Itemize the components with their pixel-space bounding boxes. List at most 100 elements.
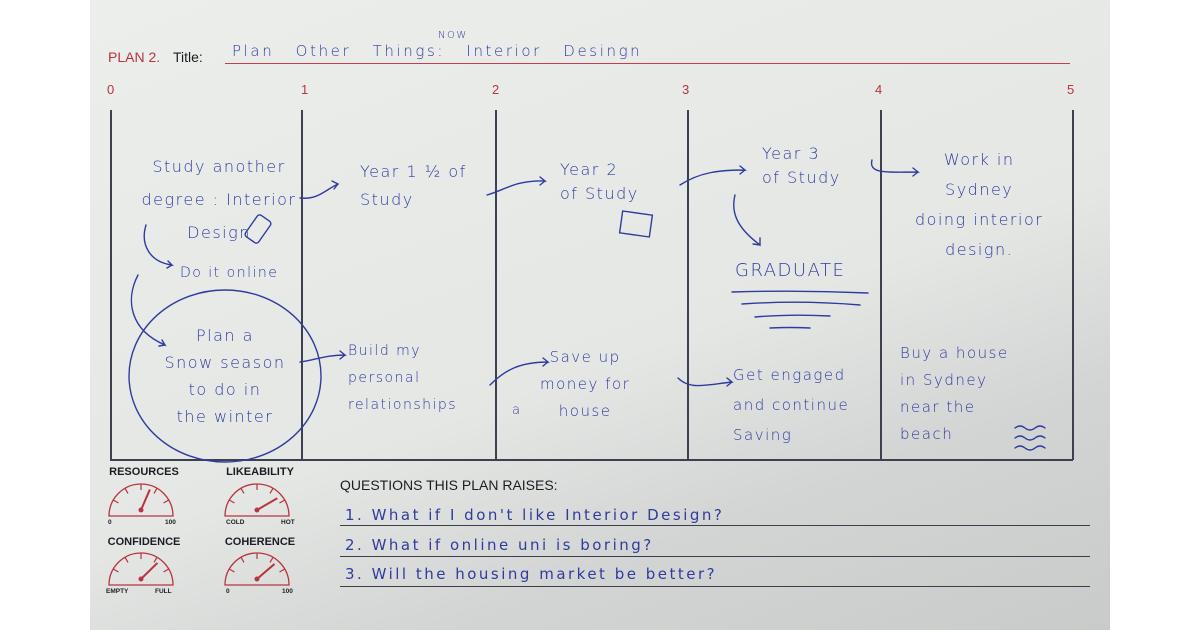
- cell-bottom-1: Build my personal relationships: [348, 343, 458, 413]
- marker-5: 5: [1067, 82, 1075, 97]
- gauge-tick: [163, 568, 170, 573]
- gauge-label-confidence: CONFIDENCE: [107, 536, 181, 548]
- gauge-needle: [140, 489, 151, 511]
- gauge-resources: [108, 483, 174, 517]
- question-3: 3. Will the housing market be better?: [345, 565, 718, 583]
- book-doodle: [618, 210, 654, 238]
- gauge-tick: [124, 556, 129, 563]
- cell-bottom-0: Plan a Snow season to do in the winter: [164, 326, 286, 426]
- title-value: Plan Other Things: Interior Desingn: [232, 42, 643, 60]
- gauge-tick: [228, 568, 235, 573]
- gauge-confidence: [108, 552, 174, 586]
- underline: [731, 290, 869, 294]
- arrow: [299, 180, 340, 199]
- gauge-pivot: [254, 576, 260, 582]
- gauge-tick: [124, 487, 129, 494]
- gauge-pivot: [138, 507, 144, 513]
- gauge-tick: [228, 499, 235, 504]
- arrow: [489, 357, 550, 386]
- gauge-tick: [153, 487, 158, 494]
- grid-line: [1072, 110, 1074, 460]
- gauge-likeability: [224, 483, 290, 517]
- gauge-needle: [140, 562, 159, 580]
- cell-top-0: Study another degree : Interior Design: [141, 157, 297, 242]
- gauge-max: 100: [165, 519, 176, 526]
- gauge-min: COLD: [226, 519, 245, 526]
- cell-top-2: Year 2 of Study: [560, 160, 639, 203]
- question-line: [340, 556, 1090, 558]
- cell-bottom-4: Buy a house in Sydney near the beach: [900, 344, 1009, 443]
- gauge-dial: [224, 552, 290, 586]
- gauge-min: EMPTY: [106, 588, 129, 595]
- gauge-tick: [163, 499, 170, 504]
- cell-top-4: Work in Sydney doing interior design.: [915, 150, 1044, 259]
- cell-bottom-2: Save up money for house: [540, 348, 631, 420]
- marker-3: 3: [682, 82, 690, 97]
- gauge-dial: [224, 483, 290, 517]
- arrow: [677, 377, 734, 387]
- grid-line: [301, 110, 303, 460]
- grid-line: [110, 110, 112, 460]
- gauge-min: 0: [226, 588, 230, 595]
- gauge-dial: [108, 552, 174, 586]
- title-label: Title:: [173, 49, 203, 65]
- questions-heading: QUESTIONS THIS PLAN RAISES:: [340, 477, 558, 493]
- gauge-tick: [240, 556, 245, 563]
- gauge-max: HOT: [281, 519, 295, 526]
- gauge-tick: [279, 568, 286, 573]
- title-underline: [225, 63, 1070, 65]
- note-graduate: GRADUATE: [735, 260, 846, 281]
- gauge-needle: [256, 497, 278, 511]
- gauge-tick: [153, 556, 158, 563]
- gauge-label-likeability: LIKEABILITY: [226, 466, 294, 478]
- grid-line: [495, 110, 497, 460]
- cell-top-1: Year 1 ½ of Study: [360, 162, 467, 209]
- arrow: [733, 194, 761, 247]
- gauge-tick: [269, 556, 274, 563]
- underline: [754, 314, 831, 318]
- question-2: 2. What if online uni is boring?: [345, 536, 654, 554]
- gauge-min: 0: [108, 519, 112, 526]
- gauge-coherence: [224, 552, 290, 586]
- title-insert: NOW: [438, 30, 468, 41]
- arrow: [486, 176, 548, 196]
- gauge-max: 100: [282, 588, 293, 595]
- grid-line: [880, 110, 882, 460]
- gauge-label-coherence: COHERENCE: [224, 536, 296, 548]
- arrow: [870, 159, 920, 177]
- gauge-pivot: [138, 576, 144, 582]
- underline: [769, 326, 811, 329]
- arrow: [299, 350, 347, 363]
- note-a: a: [512, 403, 522, 418]
- arrow: [679, 165, 747, 186]
- gauge-tick: [240, 487, 245, 494]
- underline: [741, 301, 861, 306]
- phone-doodle: [244, 214, 272, 244]
- note-online: Do it online: [180, 265, 279, 281]
- gauge-tick: [269, 487, 274, 494]
- gauge-dial: [108, 483, 174, 517]
- question-line: [340, 525, 1090, 527]
- marker-0: 0: [107, 82, 115, 97]
- grid-line: [687, 110, 689, 460]
- plan-label: PLAN 2.: [108, 49, 161, 65]
- marker-4: 4: [875, 82, 883, 97]
- question-line: [340, 586, 1090, 588]
- cell-top-3: Year 3 of Study: [762, 144, 841, 187]
- marker-1: 1: [301, 82, 309, 97]
- gauge-label-resources: RESOURCES: [109, 466, 179, 478]
- question-1: 1. What if I don't like Interior Design?: [345, 506, 725, 524]
- circle-annotation: [128, 289, 322, 463]
- gauge-max: FULL: [155, 588, 172, 595]
- arrow: [143, 224, 174, 269]
- gauge-pivot: [254, 507, 260, 513]
- marker-2: 2: [492, 82, 500, 97]
- cell-bottom-3: Get engaged and continue Saving: [733, 366, 850, 444]
- gauge-tick: [112, 568, 119, 573]
- gauge-tick: [279, 499, 286, 504]
- grid-bottom-line: [110, 459, 1073, 461]
- gauge-needle: [256, 563, 276, 580]
- arrow: [130, 274, 167, 347]
